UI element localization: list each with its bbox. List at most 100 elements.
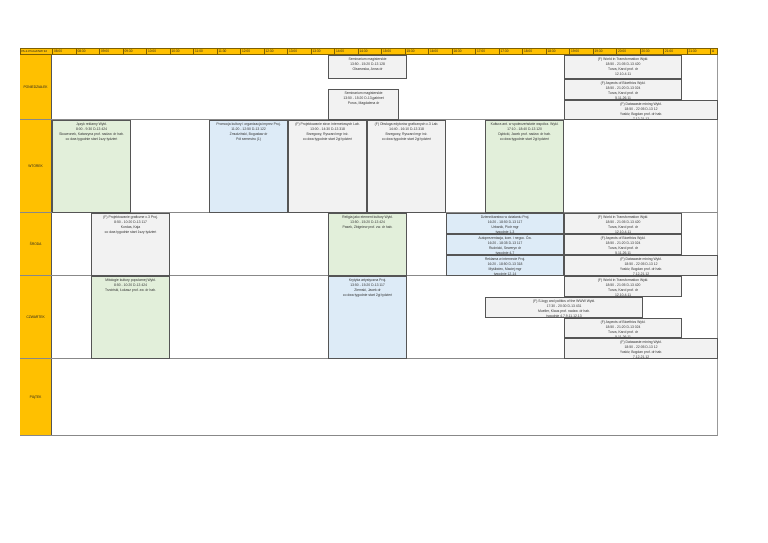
class-block[interactable]: Mitologie kultury popularnej Wykł.8:50 -… [91,276,170,359]
class-block[interactable]: (F) Projektowanie graficzne c.3 Proj.8:5… [91,213,170,276]
class-title: Dziennikarstwo w działaniu Proj. [480,214,530,219]
class-block[interactable]: (F) World in Transformation Wykł.18:50 -… [564,55,682,79]
time-header-cell: 11:30 [216,48,241,55]
time-header-cell: 10:30 [169,48,194,55]
time-header-cell: 17:30 [498,48,523,55]
time-header-cell: 18:00 [522,48,546,55]
class-title: Religia jako element kultury Wykł. [342,214,393,219]
day-row: PIĄTEK [20,359,718,436]
class-title: (F) Projektowanie stron internetowych La… [295,121,360,126]
time-header-cell: 13:30 [310,48,335,55]
class-note: co dwa tygodnie start 2gi tydzień [342,293,393,298]
class-note: 12.10-4.11 [615,230,631,234]
class-note: co dwa tygodnie start 2gi tydzień [499,137,550,142]
class-title: (F) Datawaste mining Wykł. [620,256,662,261]
class-block[interactable]: Kultura ant. w społeczeństwie współcz. W… [485,120,564,213]
class-title: Krytyka artystyczna Proj. [348,277,387,282]
class-teacher: Brzegowy, Ryszard mgr inż. [306,131,349,136]
time-header-cell: A [710,48,718,55]
class-time-room: 17:30 - 20:30 D-13 431 [546,303,582,308]
time-header-cell: 19:00 [569,48,593,55]
class-title: (F) S-logy and politics of the WWW Wykł. [533,298,595,303]
class-block[interactable]: (F) Aspects of Bioethics Wykł.18:50 - 21… [564,79,682,100]
class-time-room: 13:50 - 15:20 D-13,gabinet [343,95,384,100]
class-title: (F) Aspects of Bioethics Wykł. [600,235,646,240]
class-block[interactable]: (F) World in Transformation Wykł.18:50 -… [564,213,682,234]
class-teacher: Pasek, Zbigniew prof. zw. dr hab. [342,224,393,229]
class-block[interactable]: Dziennikarstwo w działaniu Proj.16:20 - … [446,213,564,234]
class-teacher: Brzegowy, Ryszard mgr inż. [385,131,428,136]
class-time-room: 18:50 - 21:05 D-13 420 [605,61,641,66]
class-time-room: 8:50 - 10:20 D-13 424 [114,282,147,287]
time-header-cell: 09:30 [122,48,147,55]
class-note: tygodnie 1-3 [495,230,515,234]
class-title: (F) World in Transformation Wykł. [597,214,649,219]
class-title: Język reklamy Wykł. [76,121,107,126]
class-teacher: Myśliwiec, Maciej mgr [488,266,522,271]
class-note: co dwa tygodnie start 1szy tydzień [104,230,157,235]
class-title: (F) Datawaste mining Wykł. [620,101,662,106]
class-block[interactable]: (F) Datawaste mining Wykł.18:50 - 22:05 … [564,338,718,359]
class-block[interactable]: Krytyka artystyczna Proj.13:50 - 15:20 D… [328,276,407,359]
time-header-cell: 21:30 [686,48,711,55]
class-block[interactable]: (F) Projektowanie stron internetowych La… [288,120,367,213]
class-block[interactable]: (F) S-logy and politics of the WWW Wykł.… [485,297,643,318]
class-title: Mitologie kultury popularnej Wykł. [105,277,156,282]
class-time-room: 18:50 - 22:05 D-13 12 [624,344,658,349]
class-block[interactable]: Promocja kultury i organizacja imprez Pr… [209,120,288,213]
class-note: tygodnie 4,7,9,11,12,13 [546,314,582,318]
class-title: Reklama w internecie Proj. [484,256,526,261]
class-teacher: Rudnicki, Seweryn dr [488,245,522,250]
class-time-room: 18:50 - 22:05 D-13 12 [624,261,658,266]
time-header-cell: 10:00 [146,48,170,55]
class-block[interactable]: Autoprezentacja, kom. i negoc. Ćw.16:20 … [446,234,564,255]
class-title: Autoprezentacja, kom. i negoc. Ćw. [478,235,532,240]
time-header-cell: 19:30 [592,48,617,55]
time-header-cell: 09:00 [99,48,123,55]
class-teacher: Porus, Magdalena dr [347,100,380,105]
time-header-cell: 15:30 [404,48,429,55]
class-teacher: Olszewska, Anna dr [352,66,383,71]
time-header-cell: 16:30 [451,48,476,55]
day-label: PONIEDZIAŁEK [20,55,52,119]
class-block[interactable]: (F) World in Transformation Wykł.18:50 -… [564,276,682,297]
class-title: (F) Aspects of Bioethics Wykł. [600,80,646,85]
class-teacher: Urbanik, Piotr mgr [491,224,519,229]
class-title: Promocja kultury i organizacja imprez Pr… [216,121,281,126]
class-block[interactable]: (F) Obsługa edytorów graficznych c.3 Lab… [367,120,446,213]
class-block[interactable]: Religia jako element kultury Wykł.13:50 … [328,213,407,276]
class-note: Pół semestru (1) [236,137,261,142]
time-header-cell: 12:30 [263,48,288,55]
class-note: 5.11-26.11 [615,96,631,100]
time-header-cell: 14:00 [334,48,358,55]
class-note: 5.11-26.11 [615,251,631,255]
class-teacher: Turza, Karol prof. dr [607,224,639,229]
class-time-room: 18:50 - 21:20 D-13 024 [605,324,641,329]
class-time-room: 14:40 - 16:10 D-13 318 [389,126,424,131]
class-title: Seminarium magisterskie [344,90,383,95]
class-teacher: Turza, Karol prof. dr [607,287,639,292]
day-label: ŚRODA [20,213,52,275]
class-teacher: Trzciński, Łukasz prof. zw. dr hab. [105,287,156,292]
class-block[interactable]: Reklama w internecie Proj.16:20 - 18:50 … [446,255,564,276]
class-teacher: Mueller, Klaus prof. nadzw. dr hab. [537,308,591,313]
time-header-cell: 16:00 [428,48,452,55]
class-block[interactable]: (F) Aspects of Bioethics Wykł.18:50 - 21… [564,234,682,255]
class-title: Kultura ant. w społeczeństwie współcz. W… [490,121,559,126]
class-time-room: 18:50 - 21:05 D-13 420 [605,282,641,287]
class-block[interactable]: (F) Datawaste mining Wykł.18:50 - 22:05 … [564,255,718,276]
class-teacher: Yuskiv, Bogdan prof. dr hab. [619,266,663,271]
class-note: 12.10-4.11 [615,72,631,77]
class-block[interactable]: (F) Aspects of Bioethics Wykł.18:50 - 21… [564,318,682,338]
class-title: (F) World in Transformation Wykł. [597,277,649,282]
time-header-cell: 18:30 [545,48,570,55]
class-block[interactable]: (F) Datawaste mining Wykł.18:50 - 22:05 … [564,100,718,120]
class-title: (F) Projektowanie graficzne c.3 Proj. [103,214,158,219]
class-time-room: 8:00 - 9:30 D-13 424 [75,126,108,131]
class-note: 7.12-21.12 [632,272,650,276]
class-title: (F) Datawaste mining Wykł. [620,339,662,344]
class-teacher: Turza, Karol prof. dr [607,90,639,95]
